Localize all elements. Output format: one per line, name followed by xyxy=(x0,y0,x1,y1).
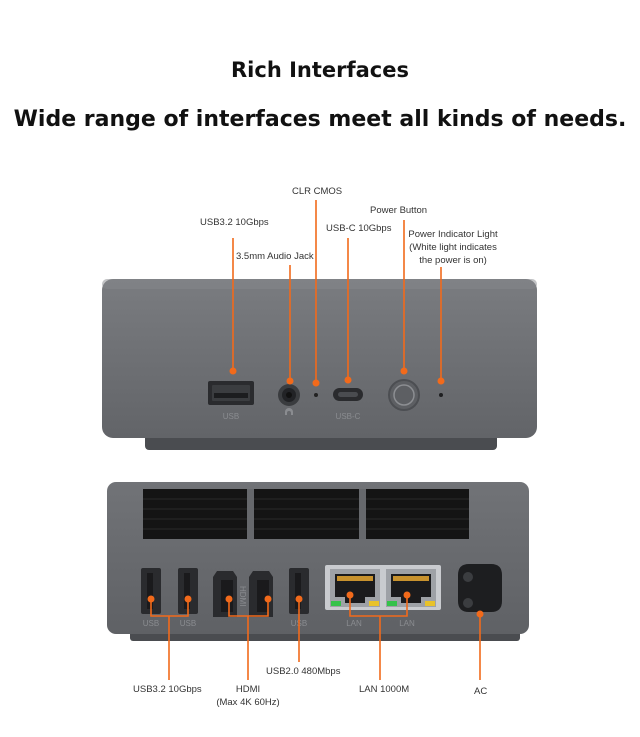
front-usb-c-port: USB-C xyxy=(333,388,363,421)
rear-hdmi-engraving: HDMI xyxy=(238,586,247,606)
front-audio-jack xyxy=(278,384,300,415)
rear-usb-engraving-1: USB xyxy=(143,619,159,628)
front-body xyxy=(102,279,537,438)
rear-hdmi-port-2 xyxy=(249,571,273,617)
label-rear-lan: LAN 1000M xyxy=(359,684,410,695)
lan1-activity-led xyxy=(369,601,379,606)
rear-callout-lines xyxy=(147,591,484,680)
rear-lan-block: LAN LAN xyxy=(325,565,441,628)
label-front-power-led: Power Indicator Light (White light indic… xyxy=(398,228,508,267)
rear-lan-engraving-1: LAN xyxy=(346,619,362,628)
label-rear-hdmi: HDMI (Max 4K 60Hz) xyxy=(203,683,293,709)
page-title: Rich Interfaces xyxy=(231,58,409,82)
label-front-power-button: Power Button xyxy=(370,205,428,216)
label-front-usb-c: USB-C 10Gbps xyxy=(326,223,392,234)
rear-lan-engraving-2: LAN xyxy=(399,619,415,628)
label-rear-usb: USB3.2 10Gbps xyxy=(133,684,202,695)
rear-usb-port-2: USB xyxy=(178,568,198,628)
lan2-activity-led xyxy=(425,601,435,606)
front-usb-engraving: USB xyxy=(223,412,239,421)
label-front-audio: 3.5mm Audio Jack xyxy=(236,251,314,262)
rear-usb-engraving-2: USB xyxy=(180,619,196,628)
label-front-usb: USB3.2 10Gbps xyxy=(200,217,269,228)
front-callout-lines xyxy=(229,200,445,387)
label-front-clr-cmos: CLR CMOS xyxy=(292,186,343,197)
label-front-power-led-line1: Power Indicator Light xyxy=(408,229,498,240)
label-front-power-led-line2: (White light indicates xyxy=(409,242,497,253)
rear-vents xyxy=(143,489,469,539)
front-clr-cmos-hole xyxy=(314,393,318,397)
page-subtitle: Wide range of interfaces meet all kinds … xyxy=(13,107,627,132)
rear-lan-port-1 xyxy=(330,569,380,607)
headphone-icon xyxy=(285,408,293,415)
front-device: USB USB-C xyxy=(102,279,537,450)
label-rear-ac: AC xyxy=(474,686,488,697)
label-rear-hdmi-line1: HDMI xyxy=(235,684,261,695)
front-usb-c-engraving: USB-C xyxy=(336,412,361,421)
label-rear-hdmi-line2: (Max 4K 60Hz) xyxy=(216,697,280,708)
front-power-button xyxy=(388,379,420,411)
lan1-link-led xyxy=(331,601,341,606)
front-usb-port: USB xyxy=(208,381,254,421)
lan2-link-led xyxy=(387,601,397,606)
rear-usb-port-1: USB xyxy=(141,568,161,628)
rear-ac-inlet xyxy=(458,564,502,612)
front-power-led xyxy=(439,393,443,397)
rear-lan-port-2 xyxy=(386,569,436,607)
rear-hdmi-port-1 xyxy=(213,571,237,617)
rear-device: USB USB HDMI USB xyxy=(107,482,529,641)
label-front-power-led-line3: the power is on) xyxy=(419,255,487,266)
label-rear-usb2: USB2.0 480Mbps xyxy=(266,666,341,677)
